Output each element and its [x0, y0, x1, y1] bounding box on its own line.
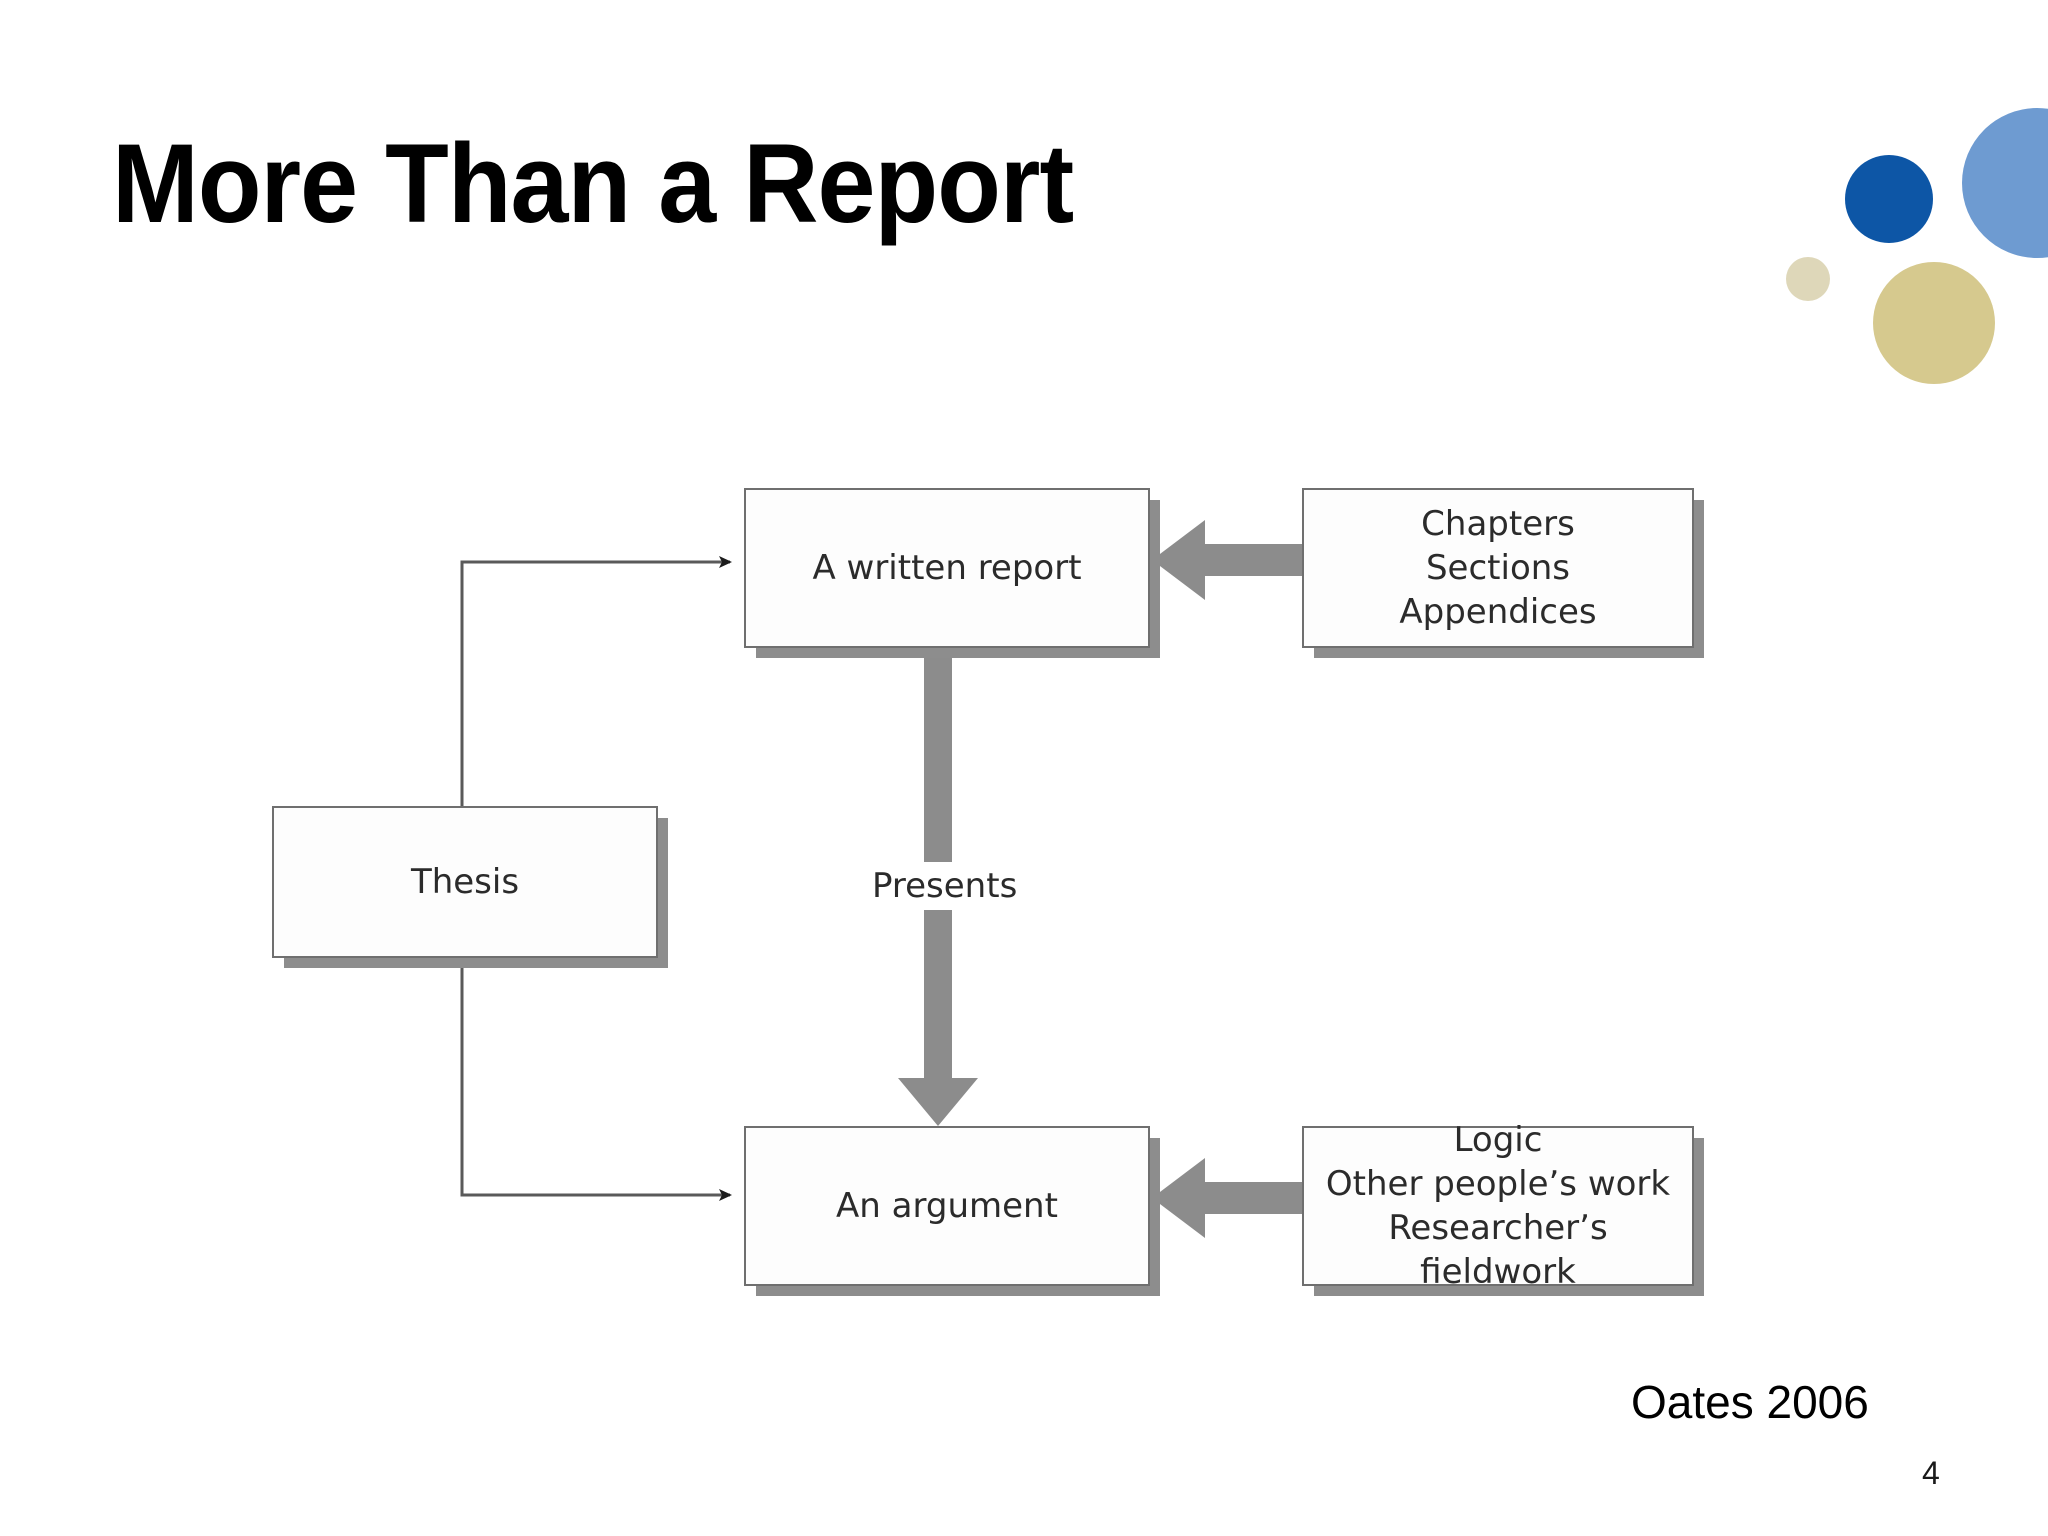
node-logic-sources: Logic Other people’s work Researcher’s f…	[1302, 1120, 1694, 1292]
node-thesis-label: Thesis	[410, 861, 520, 902]
node-chapters-line-3: Appendices	[1399, 592, 1597, 633]
decorative-circle-blue-dark	[1845, 155, 1933, 243]
page-number: 4	[1922, 1455, 1940, 1491]
citation-text: Oates 2006	[1631, 1376, 1869, 1428]
node-logic-line-3: Researcher’s fieldwork	[1388, 1208, 1608, 1293]
node-written-report: A written report	[744, 488, 1150, 648]
node-argument: An argument	[744, 1126, 1150, 1286]
edge-logic-to-argument	[1152, 1158, 1302, 1238]
decorative-circle-tan-small	[1786, 257, 1830, 301]
node-logic-line-2: Other people’s work	[1325, 1163, 1671, 1204]
node-chapters-sections-appendices: Chapters Sections Appendices	[1302, 488, 1694, 648]
node-written-report-label: A written report	[812, 547, 1082, 588]
edge-label-presents: Presents	[862, 862, 1028, 910]
node-thesis: Thesis	[272, 806, 658, 958]
page-title: More Than a Report	[112, 121, 1074, 246]
decorative-circle-tan-large	[1873, 262, 1995, 384]
node-chapters-line-2: Sections	[1425, 547, 1571, 588]
node-logic-line-1: Logic	[1453, 1119, 1543, 1160]
edge-chapters-to-written-report	[1152, 520, 1302, 600]
edge-thesis-to-argument	[460, 562, 732, 1201]
node-chapters-line-1: Chapters	[1421, 503, 1575, 544]
node-argument-label: An argument	[836, 1185, 1058, 1226]
